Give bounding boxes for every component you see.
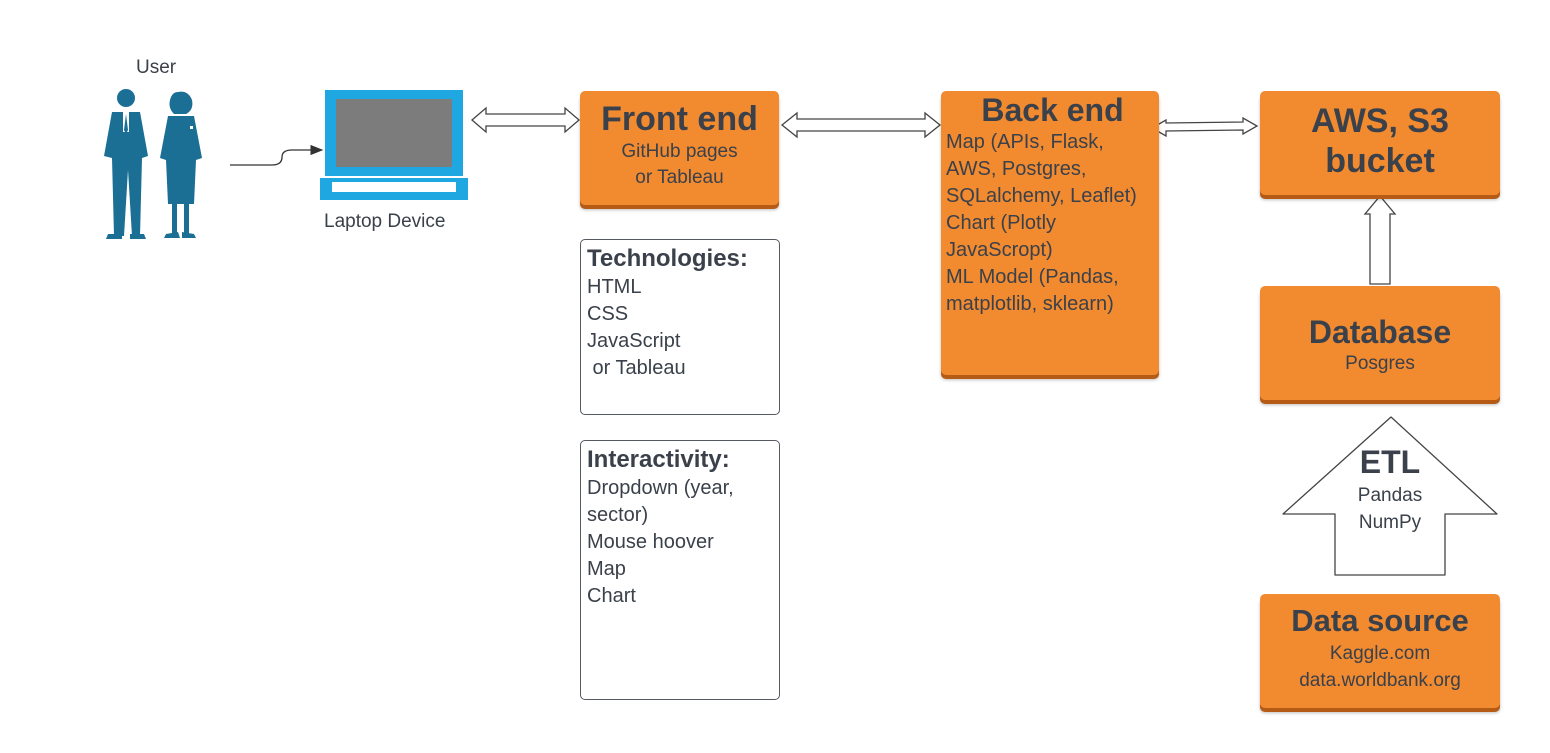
laptop-frontend-double-arrow	[471, 106, 580, 134]
front-end-line: GitHub pages	[621, 141, 738, 162]
user-figures-icon	[104, 89, 202, 239]
interactivity-item: sector)	[587, 504, 649, 526]
front-end-box: Front end GitHub pages or Tableau	[580, 91, 779, 205]
interactivity-item: Map	[587, 558, 626, 580]
interactivity-heading: Interactivity:	[587, 446, 730, 473]
laptop-icon	[320, 90, 468, 200]
database-to-aws-arrow	[1363, 194, 1397, 285]
interactivity-item: Chart	[587, 585, 636, 607]
back-end-line: JavaScropt)	[946, 239, 1053, 261]
data-source-line: Kaggle.com	[1329, 643, 1431, 664]
back-end-title: Back end	[981, 92, 1124, 128]
data-source-box: Data source Kaggle.com data.worldbank.or…	[1260, 594, 1500, 708]
technologies-box: Technologies: HTML CSS JavaScript or Tab…	[580, 239, 780, 415]
database-subtitle: Posgres	[1345, 353, 1415, 374]
interactivity-item: Mouse hoover	[587, 531, 714, 553]
user-label: User	[136, 57, 177, 78]
etl-line: Pandas	[1357, 485, 1423, 506]
user-to-laptop-arrow	[230, 144, 324, 166]
interactivity-item: Dropdown (year,	[587, 477, 734, 499]
back-end-line: Map (APIs, Flask,	[946, 131, 1104, 153]
back-end-line: matplotlib, sklearn)	[946, 293, 1114, 315]
back-end-line: SQLalchemy, Leaflet)	[946, 185, 1137, 207]
technology-item: or Tableau	[587, 357, 686, 379]
etl-line: NumPy	[1358, 512, 1422, 533]
technology-item: HTML	[587, 276, 642, 298]
aws-title-line: AWS, S3	[1311, 102, 1449, 140]
etl-arrow-shape	[1282, 416, 1498, 576]
technology-item: CSS	[587, 303, 629, 325]
database-title: Database	[1308, 314, 1452, 350]
back-end-line: AWS, Postgres,	[946, 158, 1087, 180]
front-end-line: or Tableau	[635, 167, 724, 188]
etl-label-group: ETL Pandas NumPy	[1335, 442, 1445, 536]
aws-s3-box: AWS, S3 bucket	[1260, 91, 1500, 195]
etl-title: ETL	[1359, 444, 1421, 480]
database-box: Database Posgres	[1260, 286, 1500, 400]
frontend-backend-double-arrow	[780, 111, 942, 139]
technologies-heading: Technologies:	[587, 245, 748, 272]
back-end-box: Back end Map (APIs, Flask, AWS, Postgres…	[941, 91, 1159, 375]
back-end-line: Chart (Plotly	[946, 212, 1057, 234]
data-source-title: Data source	[1291, 603, 1469, 638]
aws-title-line: bucket	[1325, 142, 1435, 180]
front-end-title: Front end	[601, 100, 758, 138]
technology-item: JavaScript	[587, 330, 681, 352]
data-source-line: data.worldbank.org	[1299, 670, 1461, 691]
back-end-line: ML Model (Pandas,	[946, 266, 1119, 288]
laptop-label: Laptop Device	[324, 211, 446, 232]
backend-aws-double-arrow	[1150, 116, 1259, 138]
interactivity-box: Interactivity: Dropdown (year, sector) M…	[580, 440, 780, 700]
